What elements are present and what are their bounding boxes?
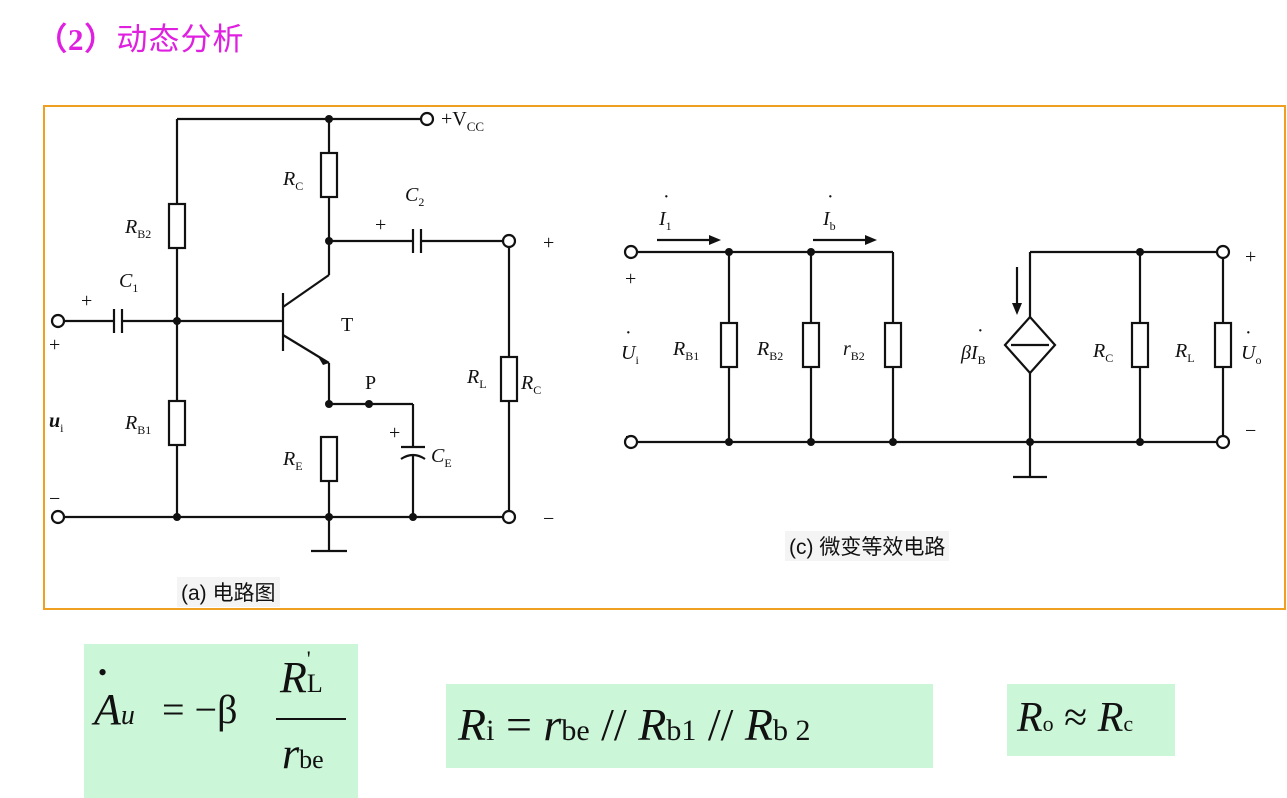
i1-label: I1 [658,208,672,233]
gain-formula: • Au = −β RL' rbe [84,644,358,798]
section-title: （2）动态分析 [36,14,245,59]
caption-a: (a) 电路图 [177,577,280,607]
gain-dot: • [98,658,108,687]
rb2-label: RB2 [124,216,151,241]
c-output-minus: − [1245,420,1256,442]
caption-c: (c) 微变等效电路 [785,531,950,561]
re-label: RE [282,448,303,473]
rc-label: RC [282,168,303,193]
c2-plus: + [375,214,386,236]
ui-c-dot: · [625,322,632,344]
output-plus: + [543,232,554,254]
ib-dot: · [827,186,834,208]
output-minus: − [543,508,554,530]
rbe-c-label: rB2 [843,338,865,363]
vcc-label: +VCC [441,108,484,134]
c-output-plus: + [1245,246,1256,268]
output-resistance-formula: Ro ≈ Rc [1007,684,1175,756]
input-plus: + [49,334,60,356]
transistor-label: T [341,314,353,336]
uo-c-label: Uo [1241,342,1261,367]
ui-c-label: Ui [621,342,639,367]
circuit-panel: +VCC RC RB2 RB1 RE C1 C2 CE RL RC T P ui… [43,105,1286,610]
ui-label: ui [49,410,64,435]
source-label: βIB [960,342,986,367]
ro-expression: Ro ≈ Rc [1017,695,1134,741]
ri-expression: Ri = rbe // Rb1 // Rb 2 [458,699,811,750]
gain-a: Au [94,685,135,734]
node-p-label: P [365,372,376,394]
rc-load-label: RC [520,372,541,397]
uo-c-dot: · [1245,322,1252,344]
c-input-minus: − [625,426,636,448]
c1-label: C1 [119,270,138,295]
ce-plus: + [389,422,400,444]
gain-numerator: RL' [280,646,323,702]
ce-label: CE [431,445,452,470]
rb2-c-label: RB2 [756,338,783,363]
circuit-diagram: +VCC RC RB2 RB1 RE C1 C2 CE RL RC T P ui… [49,108,1261,553]
gain-denominator: rbe [282,729,324,778]
ib-label: Ib [822,208,836,233]
input-minus: − [49,488,60,510]
c-input-plus: + [625,268,636,290]
section-number: （2） [36,22,117,57]
source-dot: · [977,320,984,342]
input-resistance-formula: Ri = rbe // Rb1 // Rb 2 [446,684,933,768]
gain-eq: = −β [162,687,238,732]
i1-dot: · [663,186,670,208]
rl-c-label: RL [1174,340,1195,365]
rc-c-label: RC [1092,340,1113,365]
fraction-bar [276,718,346,720]
c2-label: C2 [405,184,424,209]
rb1-c-label: RB1 [672,338,699,363]
rb1-label: RB1 [124,412,151,437]
c1-plus: + [81,290,92,312]
rl-label: RL [466,366,487,391]
section-heading: 动态分析 [116,22,245,58]
